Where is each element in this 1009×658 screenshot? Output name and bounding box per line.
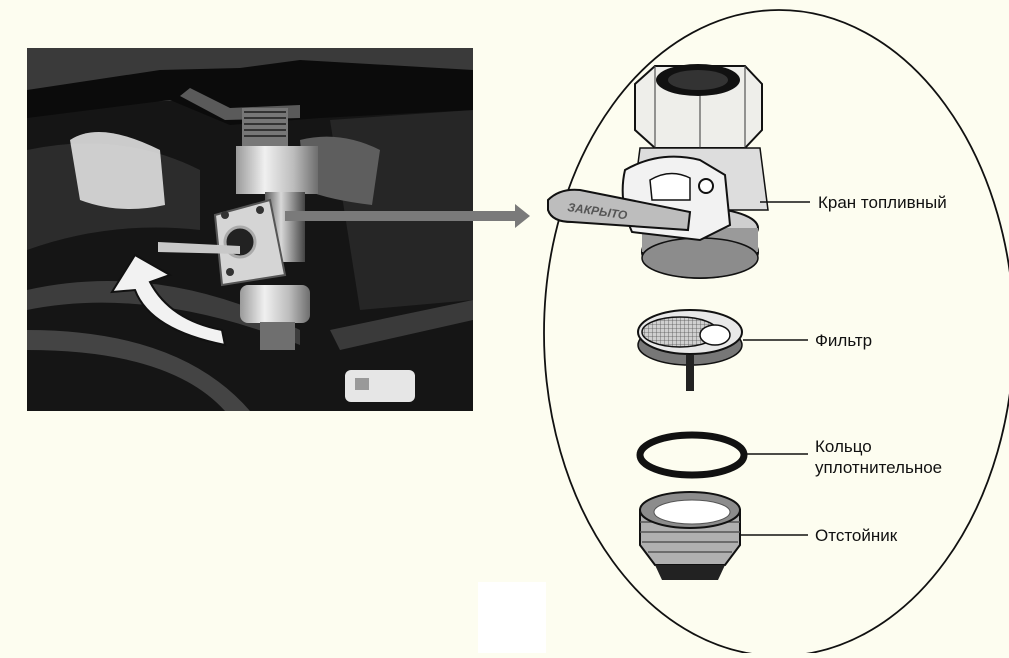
blank-patch — [478, 582, 546, 653]
callout-sump-label: Отстойник — [815, 526, 898, 545]
valve-assembly: ЗАКРЫТО — [547, 64, 769, 279]
detail-ellipse — [543, 9, 1009, 657]
sump-part — [639, 491, 741, 580]
engine-photo — [27, 48, 473, 411]
o-ring — [636, 431, 748, 479]
leader-lines — [740, 201, 810, 536]
callout-ring-label: Кольцо уплотнительное — [815, 437, 943, 477]
filter-part — [637, 309, 743, 391]
callout-filter-label: Фильтр — [815, 331, 873, 350]
callout-valve-label: Кран топливный — [818, 193, 947, 212]
pointer-arrow — [285, 204, 530, 228]
